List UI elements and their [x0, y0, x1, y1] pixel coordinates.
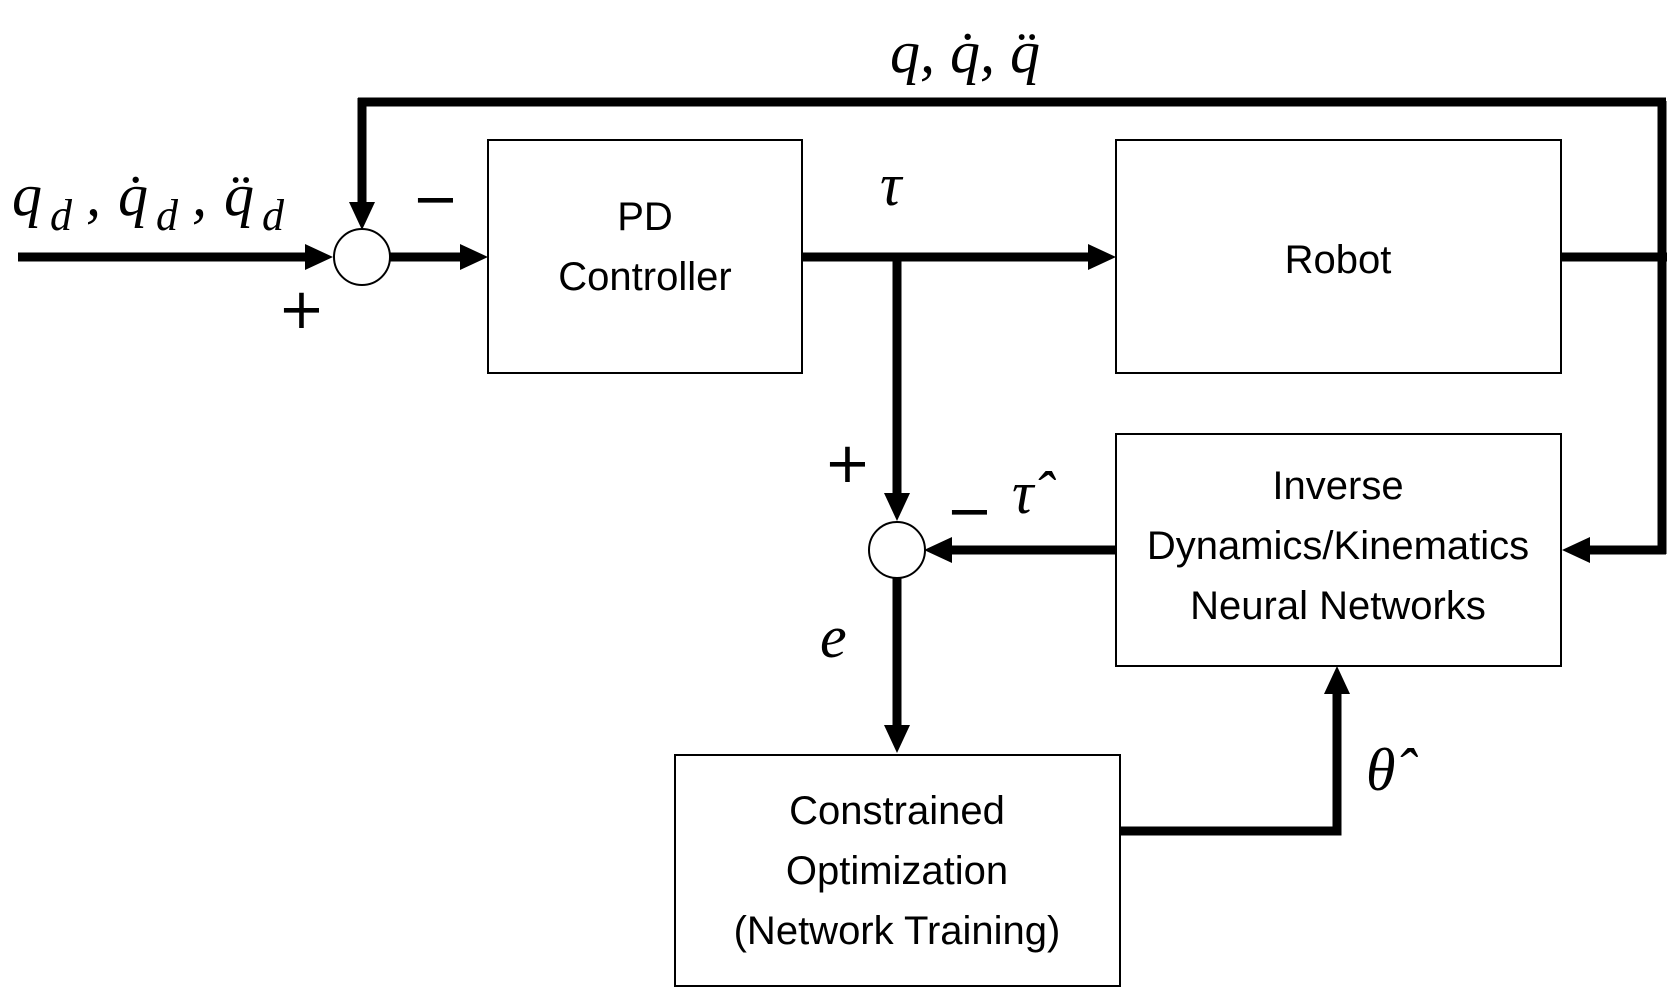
desired-q: q — [12, 162, 42, 228]
nn-label-line-3: Neural Networks — [1190, 584, 1486, 628]
sum1-minus-sign: − — [412, 167, 459, 232]
desired-q-subscript: d — [50, 191, 73, 240]
torque-label: τ — [880, 152, 904, 218]
tau-branch-arrowhead — [884, 493, 910, 521]
desired-qddot: q̈ — [224, 162, 254, 228]
summing-junction-1 — [333, 228, 391, 286]
desired-comma-1: , — [86, 162, 101, 228]
neural-networks-block: Inverse Dynamics/Kinematics Neural Netwo… — [1115, 433, 1562, 667]
tau-arrowhead — [1088, 244, 1116, 270]
desired-qdot: q̇ — [118, 162, 148, 228]
desired-input-arrowhead — [305, 244, 333, 270]
optimization-label-line-1: Constrained — [789, 789, 1005, 833]
theta-line — [1120, 693, 1342, 836]
robot-block: Robot — [1115, 139, 1562, 374]
desired-qdot-subscript: d — [156, 191, 179, 240]
optimization-block: Constrained Optimization (Network Traini… — [674, 754, 1121, 987]
nn-label-line-2: Dynamics/Kinematics — [1147, 524, 1529, 568]
pd-controller-block: PD Controller — [487, 139, 803, 374]
feedback-signal-label: q, q̇, q̈ — [890, 19, 1040, 85]
sum2-minus-sign: − — [946, 479, 993, 544]
feedback-down-arrowhead — [349, 202, 375, 230]
theta-estimate-label: θ̂ — [1366, 737, 1418, 803]
summing-junction-2 — [868, 521, 926, 579]
sum2-plus-sign: + — [824, 431, 871, 496]
feedback-to-nn-arrowhead — [1562, 537, 1590, 563]
sum1-to-pd-arrowhead — [460, 244, 488, 270]
robot-label: Robot — [1285, 238, 1392, 282]
error-label: e — [820, 604, 847, 670]
desired-qddot-subscript: d — [262, 191, 285, 240]
tau-estimate-arrowhead — [924, 537, 952, 563]
pd-controller-label-line-1: PD — [617, 195, 673, 239]
desired-comma-2: , — [192, 162, 207, 228]
torque-estimate-label: τ̂ — [1012, 460, 1056, 526]
desired-signal-label: q d , q̇ d , q̈ d — [12, 162, 285, 240]
pd-controller-label-line-2: Controller — [558, 255, 731, 299]
optimization-label-line-2: Optimization — [786, 849, 1008, 893]
optimization-label-line-3: (Network Training) — [734, 909, 1061, 953]
theta-arrowhead — [1324, 666, 1350, 694]
sum1-plus-sign: + — [278, 277, 325, 342]
nn-label-line-1: Inverse — [1272, 464, 1403, 508]
error-arrowhead — [884, 725, 910, 753]
